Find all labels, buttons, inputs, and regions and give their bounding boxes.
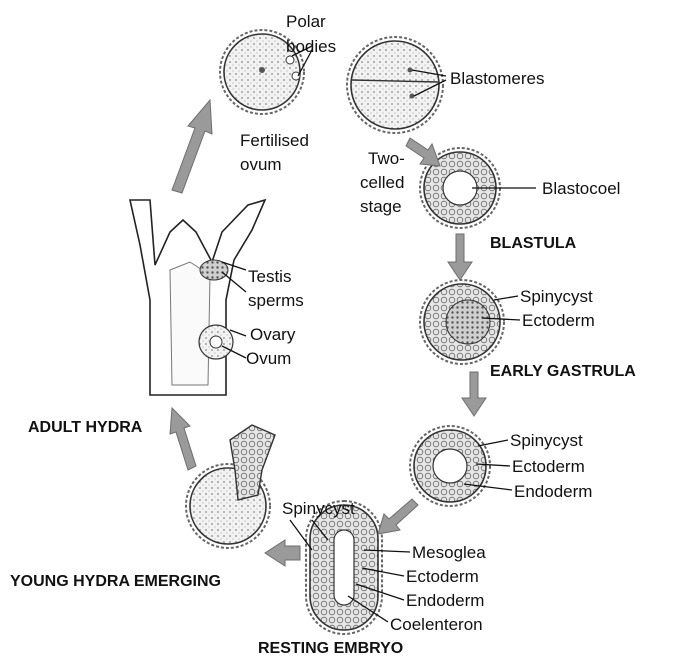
resting-embryo-title: RESTING EMBRYO [258, 640, 403, 657]
blastula-title: BLASTULA [490, 235, 577, 252]
arrow-young-to-adult [170, 408, 196, 470]
ovary-label: Ovary [250, 325, 296, 344]
adult-hydra-drawing [130, 200, 265, 395]
spinycyst-gastrula-label: Spinycyst [520, 287, 593, 306]
sperms-label: sperms [248, 291, 304, 310]
fertilised-label-line1: Fertilised [240, 131, 309, 150]
arrow-adult-to-ovum [172, 100, 212, 193]
coelenteron-label: Coelenteron [390, 615, 483, 634]
spinycyst-resting-label: Spinycyst [282, 499, 355, 518]
embryo-drawing [410, 426, 490, 506]
ectoderm-embryo-label: Ectoderm [512, 457, 585, 476]
endoderm-resting-label: Endoderm [406, 591, 484, 610]
two-celled-stage-drawing [347, 37, 443, 133]
ectoderm-resting-label: Ectoderm [406, 567, 479, 586]
adult-hydra-title: ADULT HYDRA [28, 419, 143, 436]
two-celled-label-line2: celled [360, 173, 404, 192]
early-gastrula-drawing [420, 280, 504, 364]
arrow-two-celled-to-blastula [406, 138, 440, 166]
two-celled-label-line3: stage [360, 197, 402, 216]
polar-label-line2: bodies [286, 37, 336, 56]
arrow-gastrula-to-embryo [462, 372, 486, 416]
arrow-resting-to-young [265, 540, 300, 566]
fertilised-label-line2: ovum [240, 155, 282, 174]
ectoderm-gastrula-label: Ectoderm [522, 311, 595, 330]
polar-label-line1: Polar [286, 12, 326, 31]
two-celled-label-line1: Two- [368, 149, 405, 168]
testis-label: Testis [248, 267, 291, 286]
ovum-label: Ovum [246, 349, 291, 368]
young-hydra-title: YOUNG HYDRA EMERGING [10, 573, 221, 590]
blastocoel-cavity [443, 171, 477, 205]
mesoglea-label: Mesoglea [412, 543, 486, 562]
arrow-embryo-to-resting [378, 499, 418, 534]
early-gastrula-title: EARLY GASTRULA [490, 363, 636, 380]
blastomeres-label: Blastomeres [450, 69, 544, 88]
blastocoel-label: Blastocoel [542, 179, 620, 198]
young-hydra-drawing [186, 425, 275, 548]
endoderm-embryo-label: Endoderm [514, 482, 592, 501]
resting-embryo-drawing [306, 501, 382, 634]
arrow-blastula-to-gastrula [448, 234, 472, 280]
spinycyst-embryo-label: Spinycyst [510, 431, 583, 450]
